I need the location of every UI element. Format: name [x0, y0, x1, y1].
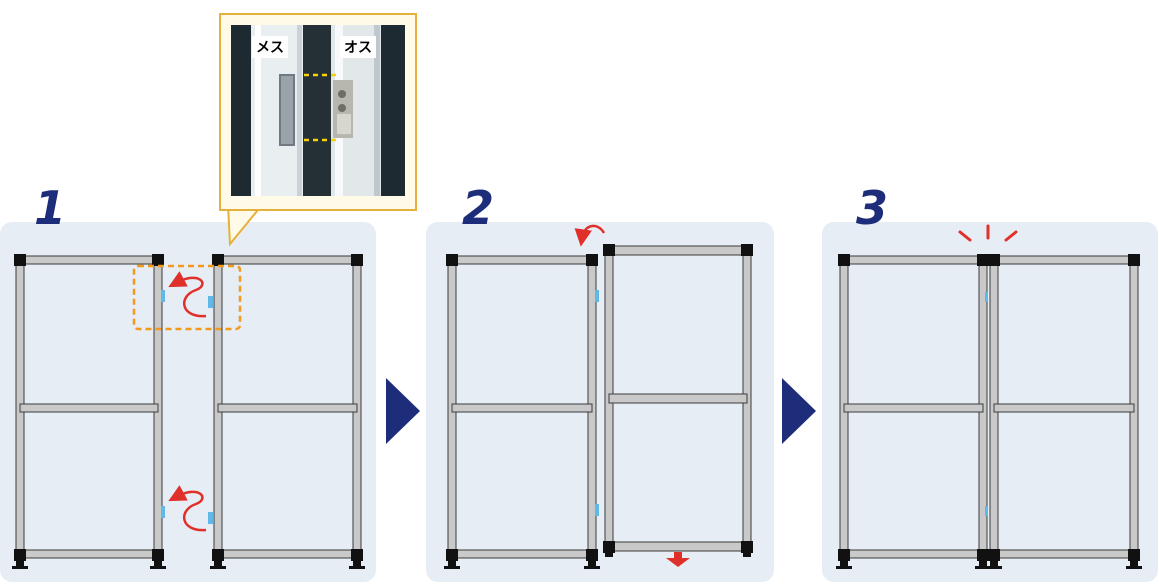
- step-1-panel: [0, 222, 376, 582]
- step-1-upper-curve-arrow: [168, 271, 207, 318]
- female-hinge-label: メス: [252, 36, 288, 58]
- step-2-push-down-arrow: [666, 552, 690, 567]
- step-2-left-joints: [444, 254, 600, 569]
- step-1-highlight-box: [132, 264, 242, 331]
- step-3-hinges: [985, 292, 988, 516]
- step-2-lifted-joints: [603, 244, 753, 557]
- step-1-number: 1: [34, 181, 67, 235]
- step-1-hinges: [161, 290, 213, 524]
- step-2-panel: [426, 222, 774, 582]
- step-3-joints: [836, 254, 1142, 569]
- step-2-hinges: [595, 290, 599, 516]
- next-step-arrow-1: [386, 378, 420, 444]
- step-1-lower-curve-arrow: [168, 485, 207, 532]
- next-step-arrow-2: [782, 378, 816, 444]
- step-3-number: 3: [856, 181, 889, 235]
- hinge-photo-callout: [219, 13, 417, 247]
- step-1-right-joints: [210, 254, 365, 569]
- male-hinge-label: オス: [340, 36, 376, 58]
- step-2-rotate-arrow: [574, 224, 606, 247]
- step-2-number: 2: [462, 181, 495, 235]
- step-3-click-sparkle-icon: [958, 224, 1018, 242]
- step-1-left-joints: [12, 254, 166, 569]
- step-3-joined-cabinets: [839, 255, 1139, 559]
